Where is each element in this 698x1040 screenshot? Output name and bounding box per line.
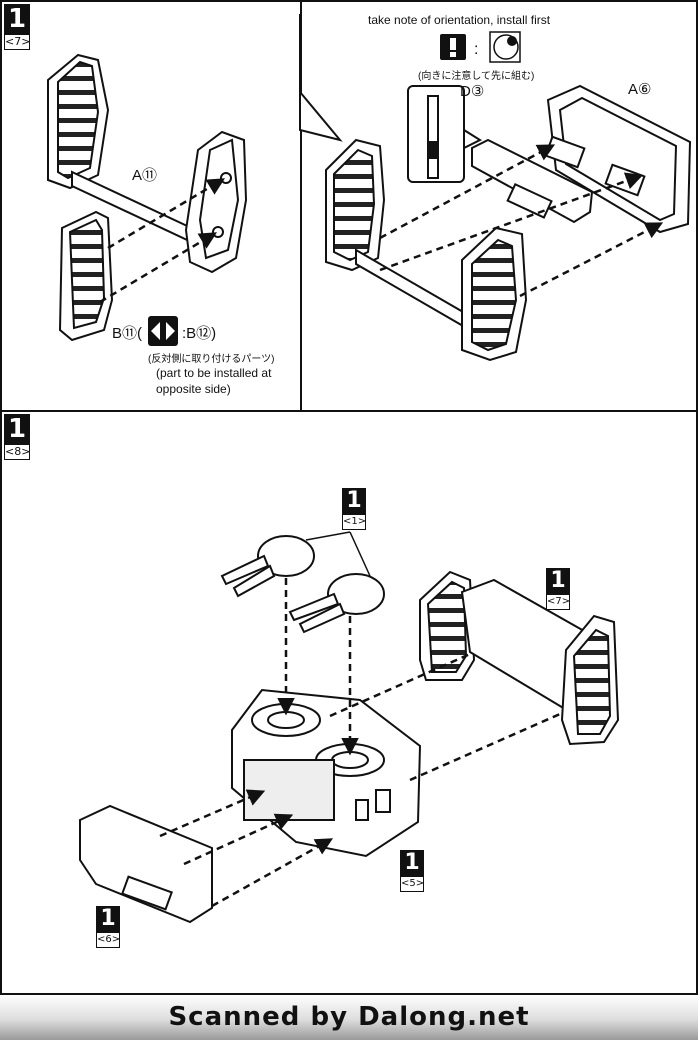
opposite-side-note-jp: (反対側に取り付けるパーツ) <box>148 354 275 365</box>
part-label-b11: B⑪( <box>112 325 143 342</box>
bar-d3 <box>471 138 594 224</box>
ref-number: 1 <box>96 906 120 932</box>
ref-sub: <6> <box>96 932 120 948</box>
callout-pointer <box>299 14 343 142</box>
svg-text::: : <box>474 41 478 58</box>
ref-badge-1-5: 1 <5> <box>400 850 424 892</box>
fin-plate-left <box>47 53 110 190</box>
ref-number: 1 <box>342 488 366 514</box>
step-badge-1-8: 1 <8> <box>4 414 30 460</box>
ref-sub: <7> <box>546 594 570 610</box>
fin-plate-tr-left <box>325 138 386 272</box>
frame-rear-bottom <box>419 570 620 746</box>
ref-sub: <5> <box>400 876 424 892</box>
part-label-b12: :B⑫) <box>182 325 217 342</box>
fin-plate-right-socket <box>184 130 248 274</box>
frame-a6 <box>544 84 692 234</box>
step-number: 1 <box>4 414 30 444</box>
footer-band <box>0 995 698 1040</box>
step-sub: <8> <box>4 444 31 460</box>
orientation-note-jp: (向きに注意して先に組む) <box>418 71 535 82</box>
fin-plate-tr-right <box>461 226 528 362</box>
opposite-side-note-line1: (part to be installed at <box>156 366 272 380</box>
flip-arrows-icon <box>148 316 178 346</box>
ref-sub: <1> <box>342 514 366 530</box>
circle-dot-icon <box>489 31 521 63</box>
guide-lines-top-right <box>379 144 664 298</box>
ref-badge-1-1: 1 <1> <box>342 488 366 530</box>
leader-lines <box>305 531 371 577</box>
axle-tr <box>355 248 471 332</box>
guide-lines-bottom <box>159 578 561 908</box>
guide-lines-top-left <box>99 178 226 304</box>
ref-number: 1 <box>546 568 570 594</box>
part-label-a11: A⑪ <box>132 167 158 184</box>
front-plate <box>79 804 213 924</box>
part-label-a6: A⑥ <box>628 81 652 98</box>
opposite-side-note-line2: opposite side) <box>156 382 231 396</box>
ref-number: 1 <box>400 850 424 876</box>
part-label-d3: D③ <box>460 83 485 100</box>
fin-plate-b11 <box>58 210 114 342</box>
turret-lower <box>288 573 385 634</box>
hull-body <box>231 688 422 858</box>
assembly-illustration: : <box>47 14 692 924</box>
turret-upper <box>220 535 315 598</box>
step-badge-1-7: 1 <7> <box>4 4 30 50</box>
ref-badge-1-6: 1 <6> <box>96 906 120 948</box>
step-number: 1 <box>4 4 30 34</box>
step-sub: <7> <box>4 34 31 50</box>
exclamation-icon <box>440 34 466 60</box>
ref-badge-1-7: 1 <7> <box>546 568 570 610</box>
scan-credit: Scanned by Dalong.net <box>168 1002 530 1032</box>
orientation-note: take note of orientation, install first <box>368 13 551 27</box>
orientation-callout <box>407 85 483 183</box>
